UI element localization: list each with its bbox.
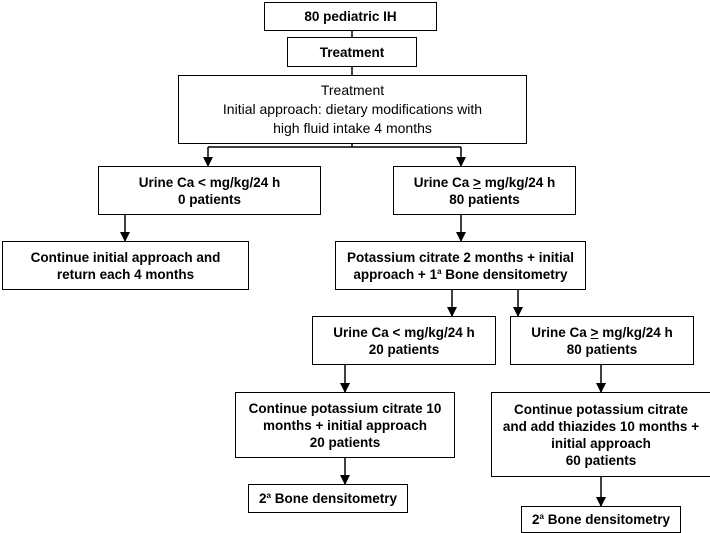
initial-approach-line-2: Initial approach: dietary modifications …: [222, 101, 483, 117]
mid-low-ca-suffix: mg/kg/24 h: [400, 324, 475, 340]
potassium-citrate-line-1: Potassium citrate 2 months + initial: [347, 249, 574, 265]
right-high-ca-patients: 80 patients: [449, 191, 520, 207]
mid-low-ca-symbol: <: [392, 324, 401, 340]
densitometry-right-box: 2a Bone densitometry: [521, 506, 681, 533]
population-label: 80 pediatric IH: [304, 9, 397, 24]
potassium-citrate-line-2: approach + 1a Bone densitometry: [353, 266, 567, 283]
add-thiazides-box: Continue potassium citrate and add thiaz…: [491, 392, 710, 477]
left-low-ca-suffix: mg/kg/24 h: [205, 174, 281, 190]
left-low-ca-patients: 0 patients: [177, 191, 242, 207]
treatment-header-label: Treatment: [319, 44, 385, 60]
potassium-citrate-superscript: a: [437, 266, 442, 276]
continue-citrate-line-2: months + initial approach: [263, 417, 427, 433]
densitometry-left-label: 2a Bone densitometry: [259, 490, 397, 507]
right-high-ca-box: Urine Ca > mg/kg/24 h 80 patients: [393, 166, 576, 215]
left-low-ca-box: Urine Ca < mg/kg/24 h 0 patients: [98, 166, 321, 215]
initial-approach-line-3: high fluid intake 4 months: [273, 120, 432, 136]
potassium-citrate-box: Potassium citrate 2 months + initial app…: [335, 241, 586, 290]
densitometry-left-post: Bone densitometry: [270, 491, 397, 506]
population-box: 80 pediatric IH: [264, 2, 437, 31]
mid-low-ca-prefix: Urine Ca: [333, 324, 393, 340]
mid-high-ca-prefix: Urine Ca: [531, 324, 591, 340]
densitometry-right-post: Bone densitometry: [543, 512, 670, 527]
add-thiazides-patients: 60 patients: [565, 452, 637, 468]
continue-initial-box: Continue initial approach and return eac…: [2, 241, 249, 290]
mid-high-ca-suffix: mg/kg/24 h: [598, 324, 673, 340]
mid-low-ca-patients: 20 patients: [368, 341, 440, 357]
potassium-citrate-line-2-post: Bone densitometry: [441, 266, 568, 282]
mid-high-ca-symbol: >: [590, 324, 599, 340]
continue-citrate-box: Continue potassium citrate 10 months + i…: [235, 392, 455, 458]
left-low-ca-prefix: Urine Ca: [138, 174, 199, 190]
right-high-ca-symbol: >: [473, 174, 481, 190]
densitometry-right-pre: 2: [532, 512, 540, 527]
continue-citrate-patients: 20 patients: [309, 434, 381, 450]
add-thiazides-line-3: initial approach: [551, 435, 651, 451]
initial-approach-box: Treatment Initial approach: dietary modi…: [178, 75, 527, 144]
mid-high-ca-criterion: Urine Ca > mg/kg/24 h: [531, 324, 672, 341]
mid-low-ca-box: Urine Ca < mg/kg/24 h 20 patients: [312, 316, 496, 365]
left-low-ca-criterion: Urine Ca < mg/kg/24 h: [139, 174, 280, 191]
right-high-ca-prefix: Urine Ca: [413, 174, 474, 190]
continue-initial-line-1: Continue initial approach and: [30, 249, 221, 265]
add-thiazides-line-2: and add thiazides 10 months +: [502, 418, 700, 434]
densitometry-right-label: 2a Bone densitometry: [532, 511, 670, 528]
mid-low-ca-criterion: Urine Ca < mg/kg/24 h: [333, 324, 474, 341]
initial-approach-line-1: Treatment: [320, 82, 385, 98]
mid-high-ca-box: Urine Ca > mg/kg/24 h 80 patients: [510, 316, 694, 365]
mid-high-ca-patients: 80 patients: [566, 341, 638, 357]
treatment-header-box: Treatment: [287, 37, 417, 67]
left-low-ca-symbol: <: [198, 174, 206, 190]
continue-citrate-line-1: Continue potassium citrate 10: [248, 400, 442, 416]
right-high-ca-suffix: mg/kg/24 h: [480, 174, 556, 190]
densitometry-right-superscript: a: [539, 512, 544, 521]
densitometry-left-box: 2a Bone densitometry: [248, 484, 408, 513]
potassium-citrate-line-2-pre: approach + 1: [353, 266, 438, 282]
add-thiazides-line-1: Continue potassium citrate: [513, 401, 689, 417]
densitometry-left-superscript: a: [266, 491, 271, 500]
right-high-ca-criterion: Urine Ca > mg/kg/24 h: [414, 174, 555, 191]
densitometry-left-pre: 2: [259, 491, 267, 506]
continue-initial-line-2: return each 4 months: [56, 266, 195, 282]
